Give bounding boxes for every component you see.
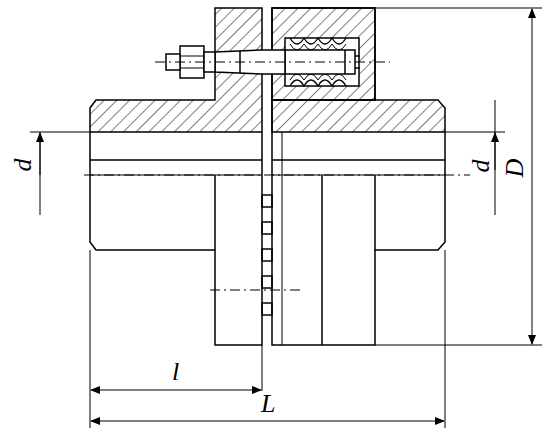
dimension-label: D: [502, 158, 528, 179]
dimension-label: d: [468, 159, 494, 174]
dimension-label: l: [171, 359, 180, 385]
dimension-label: L: [260, 391, 276, 417]
dimension-label: d: [10, 158, 36, 173]
